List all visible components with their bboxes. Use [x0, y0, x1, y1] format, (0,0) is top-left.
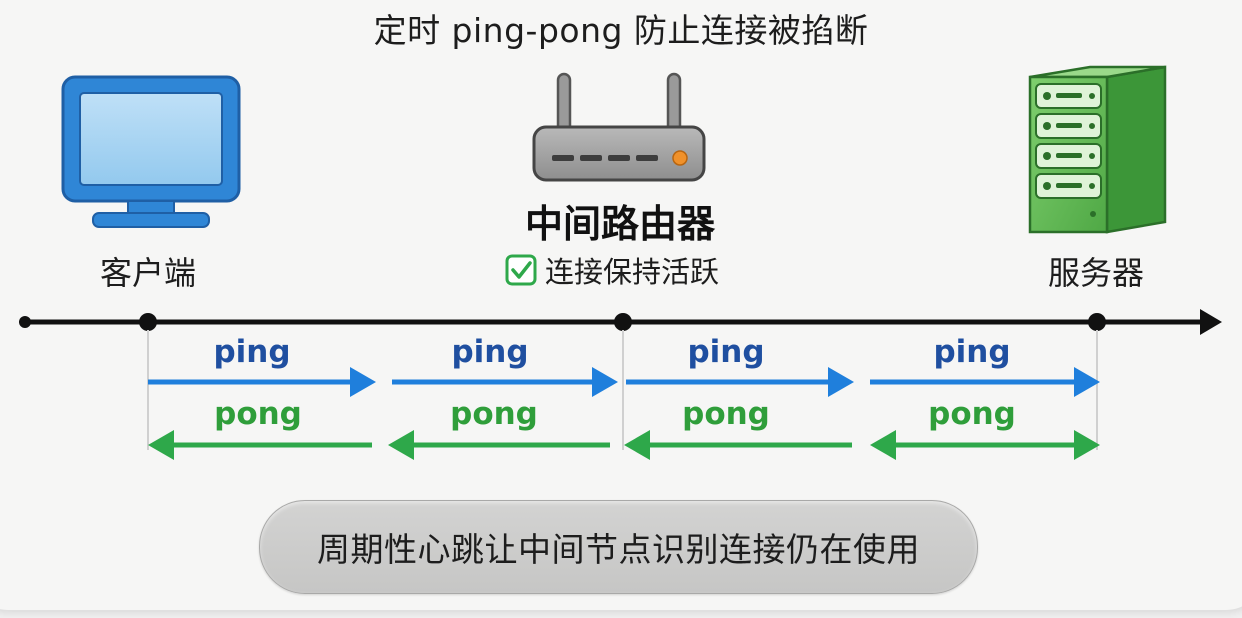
router-icon: [532, 72, 706, 182]
pong-label-4: pong: [928, 396, 1016, 432]
client-label: 客户端: [100, 254, 197, 292]
ping-label-4: ping: [933, 334, 1011, 370]
vertical-guides: [147, 330, 1098, 450]
diagram-title: 定时 ping-pong 防止连接被掐断: [373, 11, 869, 50]
timeline-node-server: [1088, 313, 1106, 331]
ping-arrow-1: [148, 367, 376, 397]
ping-label-3: ping: [687, 334, 765, 370]
pong-arrow-1: [148, 430, 372, 460]
ping-label-1: ping: [213, 334, 291, 370]
pong-arrow-4: [870, 430, 1100, 460]
monitor-icon: [61, 75, 241, 228]
timeline-node-client: [139, 313, 157, 331]
ping-arrows: [148, 367, 1100, 397]
router-label: 中间路由器: [524, 202, 715, 246]
timeline-node-router: [614, 313, 632, 331]
server-icon: [1028, 65, 1167, 234]
pong-arrows: [148, 430, 1100, 460]
timeline: [19, 309, 1222, 335]
router-status-text: 连接保持活跃: [545, 255, 720, 289]
ping-arrow-2: [392, 367, 618, 397]
pong-label-3: pong: [682, 396, 770, 432]
ping-label-2: ping: [451, 334, 529, 370]
router-status: 连接保持活跃: [505, 250, 719, 290]
ping-arrow-3: [626, 367, 854, 397]
ping-arrow-4: [870, 367, 1100, 397]
footer-caption: 周期性心跳让中间节点识别连接仍在使用: [259, 500, 978, 594]
pong-label-1: pong: [214, 396, 302, 432]
pong-label-2: pong: [450, 396, 538, 432]
checkbox-icon: [505, 254, 537, 286]
server-label: 服务器: [1048, 254, 1145, 292]
pong-arrow-2: [388, 430, 610, 460]
pong-arrow-3: [624, 430, 852, 460]
